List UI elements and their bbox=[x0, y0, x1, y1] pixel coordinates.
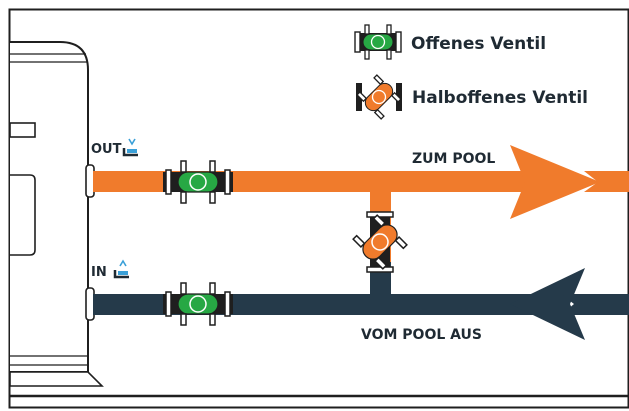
from-pool-arrowhead bbox=[510, 268, 585, 340]
out-water-icon bbox=[122, 138, 138, 157]
from-pool-arrow-tail bbox=[561, 294, 629, 315]
legend-open-valve-label: Offenes Ventil bbox=[411, 34, 546, 54]
unit-vent-slot bbox=[9, 122, 36, 138]
to-pool-arrow-tail bbox=[584, 171, 629, 192]
out-port-stub bbox=[85, 164, 95, 198]
legend-open-valve-icon bbox=[354, 24, 402, 60]
half-open-bypass-valve[interactable] bbox=[351, 211, 409, 273]
open-valve-out[interactable] bbox=[163, 160, 233, 204]
unit-base bbox=[9, 371, 104, 387]
unit-panel bbox=[10, 174, 36, 256]
diagram-frame bbox=[8, 8, 629, 409]
out-port-label: OUT bbox=[91, 142, 122, 157]
in-port-stub bbox=[85, 287, 95, 321]
heat-pump-unit bbox=[9, 41, 104, 387]
from-pool-label: VOM POOL AUS bbox=[361, 327, 482, 343]
to-pool-arrowhead bbox=[510, 145, 600, 219]
in-water-icon bbox=[113, 259, 129, 279]
legend-half-open-valve-icon bbox=[356, 74, 402, 120]
to-pool-label: ZUM POOL bbox=[412, 151, 495, 167]
in-port-label: IN bbox=[91, 265, 107, 280]
open-valve-in[interactable] bbox=[163, 282, 233, 326]
legend-half-open-valve-label: Halboffenes Ventil bbox=[412, 88, 588, 108]
